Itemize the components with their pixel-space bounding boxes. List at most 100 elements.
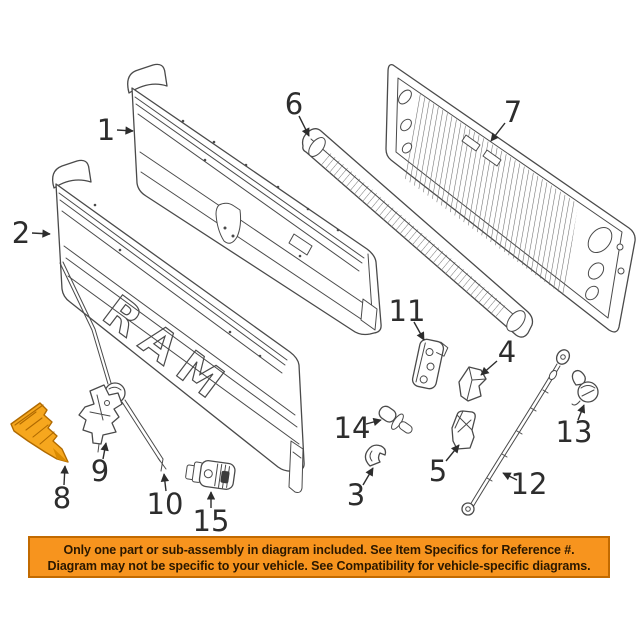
part-1-crease: [140, 171, 371, 326]
part-1-flange-line: [137, 113, 360, 272]
part-5-latch-block: [451, 410, 476, 450]
part-2-weld-dot: [258, 354, 262, 358]
part-7-hole: [617, 267, 625, 275]
leader-arrow-1: [116, 126, 134, 135]
part-11-edge: [415, 342, 426, 383]
part-2-flange-line: [61, 210, 283, 374]
part-15-keyway: [220, 470, 230, 484]
part-9-hole: [104, 400, 110, 406]
part-1-weld-dot: [212, 140, 216, 144]
part-7-hole: [400, 118, 412, 132]
part-5-outline: [451, 410, 476, 450]
part-3-outline: [364, 444, 387, 467]
leader-arrow-9: [100, 442, 109, 460]
part-11-step: [436, 341, 449, 357]
part-7-inner-border: [395, 77, 623, 319]
part-15-face: [203, 469, 213, 479]
leader-arrow-2: [31, 229, 51, 238]
part-12-cable-line: [472, 365, 561, 508]
part-7-hole: [616, 243, 624, 251]
part-number-label-9: 9: [91, 454, 109, 488]
part-2-crease: [63, 245, 296, 416]
part-1-emblem-dot: [223, 226, 227, 230]
part-number-label-10: 10: [147, 487, 184, 521]
part-7-slot: [461, 134, 481, 152]
part-2-flange-line: [59, 199, 286, 366]
part-1-weld-dot: [181, 119, 185, 123]
part-2-corner-tab: [288, 440, 304, 493]
leader-arrow-5: [445, 444, 460, 462]
part-7-hole: [587, 226, 613, 254]
part-1-flange-line: [134, 96, 365, 259]
part-7-inner-panel: [385, 64, 636, 333]
part-4-outline: [458, 366, 487, 402]
part-12-ferrule: [548, 369, 558, 381]
part-number-label-11: 11: [389, 294, 426, 328]
part-12-eyelet-top-hole: [560, 354, 566, 360]
leader-arrow-8: [60, 465, 69, 486]
part-10-rod-upper: [59, 262, 109, 385]
part-1-crease: [139, 151, 373, 310]
part-7-slot: [482, 149, 502, 167]
part-number-label-8: 8: [53, 481, 71, 515]
part-12-cable-line: [469, 363, 558, 506]
part-10-rod-lower: [121, 401, 161, 462]
part-2-crease: [67, 275, 300, 445]
part-9-fold-line: [89, 394, 111, 421]
part-2-weld-dot: [93, 203, 97, 207]
part-11-striker: [411, 338, 449, 390]
part-14-head: [378, 405, 397, 423]
part-10-pivot-detail: [108, 386, 122, 391]
leader-arrow-14: [365, 417, 382, 427]
part-6-access-cover: [301, 128, 534, 338]
part-7-hole: [398, 89, 412, 105]
part-14-hinge-pin: [378, 405, 413, 434]
part-11-hole: [419, 375, 428, 384]
leader-arrow-10: [160, 473, 170, 492]
part-1-weld-dot: [203, 158, 207, 162]
part-1-top-cap: [127, 63, 168, 94]
part-4-bracket: [458, 366, 487, 402]
part-3-clip: [364, 444, 387, 467]
part-1-weld-dot: [244, 163, 248, 167]
leader-arrow-11: [413, 321, 425, 341]
part-6-hatch: [318, 150, 508, 321]
part-10-end-hook: [157, 457, 167, 472]
part-2-flange-line: [58, 192, 288, 361]
leader-arrow-7: [490, 122, 506, 142]
part-number-label-14: 14: [334, 411, 371, 445]
part-2-weld-dot: [118, 248, 122, 252]
part-number-label-3: 3: [347, 478, 365, 512]
part-13-wing: [571, 369, 586, 386]
part-12-eyelet-top: [555, 349, 571, 365]
part-6-hole: [308, 137, 326, 157]
part-13-head-detail: [580, 385, 596, 397]
part-2-top-cap: [51, 159, 92, 189]
part-number-label-4: 4: [498, 335, 516, 369]
part-14-shaft: [398, 421, 413, 434]
part-9-leg: [97, 443, 100, 453]
part-3-inner-arc: [369, 450, 373, 462]
part-number-label-15: 15: [193, 504, 230, 538]
part-11-hole: [426, 362, 435, 371]
part-13-tip: [571, 400, 581, 406]
part-12-eyelet-bottom: [461, 502, 475, 516]
part-number-label-2: 2: [12, 216, 30, 250]
part-number-label-5: 5: [429, 454, 447, 488]
part-12-support-cable: [461, 349, 571, 516]
part-10-rod-upper: [62, 261, 112, 384]
part-8-rib: [14, 404, 55, 445]
part-15-lock-cylinder: [185, 460, 236, 490]
part-12-strand-tick: [486, 389, 549, 482]
part-15-ridges: [214, 463, 230, 489]
part-12-eyelet-bottom-hole: [465, 506, 471, 512]
part-number-label-6: 6: [285, 87, 303, 121]
part-2-weld-dot: [228, 330, 232, 334]
disclaimer-banner: Only one part or sub-assembly in diagram…: [28, 536, 610, 578]
part-1-weld-dot: [276, 185, 280, 189]
part-1-emblem: [215, 202, 242, 244]
leader-arrow-12: [502, 472, 518, 481]
